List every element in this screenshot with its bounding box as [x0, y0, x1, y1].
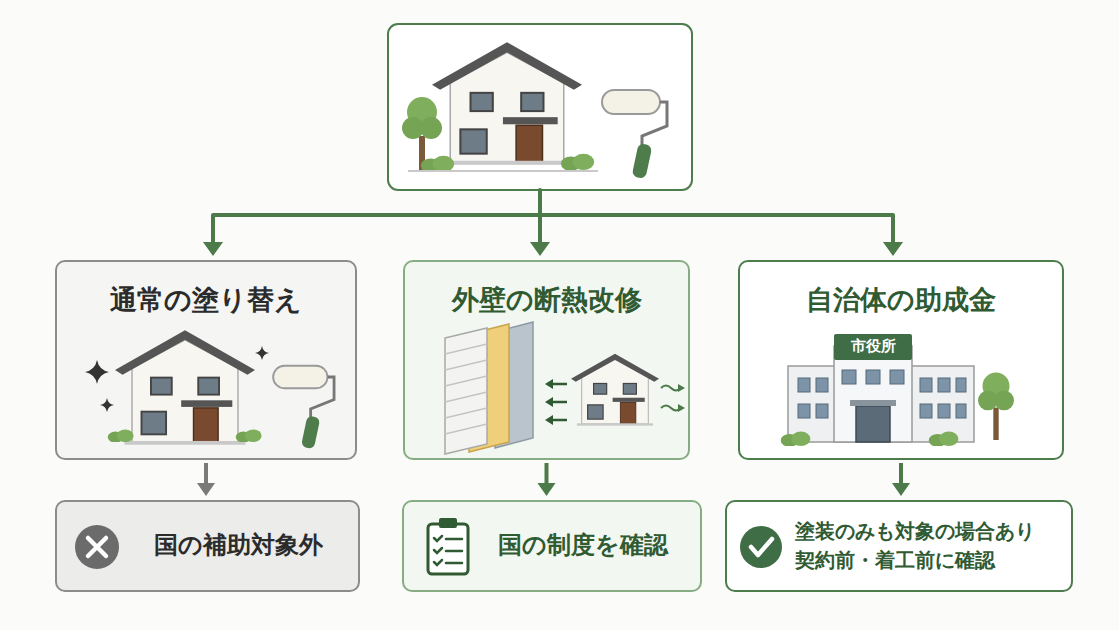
- flow-arrow: [892, 463, 910, 496]
- sign-label: 市役所: [834, 334, 912, 358]
- box-heading: 外壁の断熱改修: [452, 282, 642, 317]
- result-box: 塗装のみも対象の場合あり 契約前・着工前に確認: [725, 500, 1073, 592]
- category-box: 自治体の助成金市役所: [738, 260, 1064, 460]
- result-box: 国の補助対象外: [55, 500, 360, 592]
- house-icon: [432, 42, 582, 165]
- flow-arrow: [197, 463, 215, 496]
- arrow-head: [883, 242, 903, 256]
- check-icon: [727, 502, 1071, 590]
- flow-arrow: [538, 463, 556, 496]
- ground-line: [408, 170, 598, 172]
- box-heading: 自治体の助成金: [806, 282, 996, 317]
- top-panel: [388, 24, 692, 190]
- bush-icon: [561, 154, 594, 171]
- result-box: 国の制度を確認: [402, 500, 702, 592]
- arrow-head: [203, 242, 223, 256]
- roller-icon: [602, 90, 667, 179]
- result-text: 塗装のみも対象の場合あり 契約前・着工前に確認: [795, 517, 1055, 575]
- category-box: 通常の塗り替え: [55, 260, 357, 460]
- result-text: 国の制度を確認: [498, 530, 668, 561]
- result-text: 国の補助対象外: [154, 530, 323, 561]
- category-box: 外壁の断熱改修: [403, 260, 690, 460]
- box-heading: 通常の塗り替え: [110, 282, 302, 317]
- arrow-head: [530, 242, 550, 256]
- branch-connector: [213, 190, 893, 244]
